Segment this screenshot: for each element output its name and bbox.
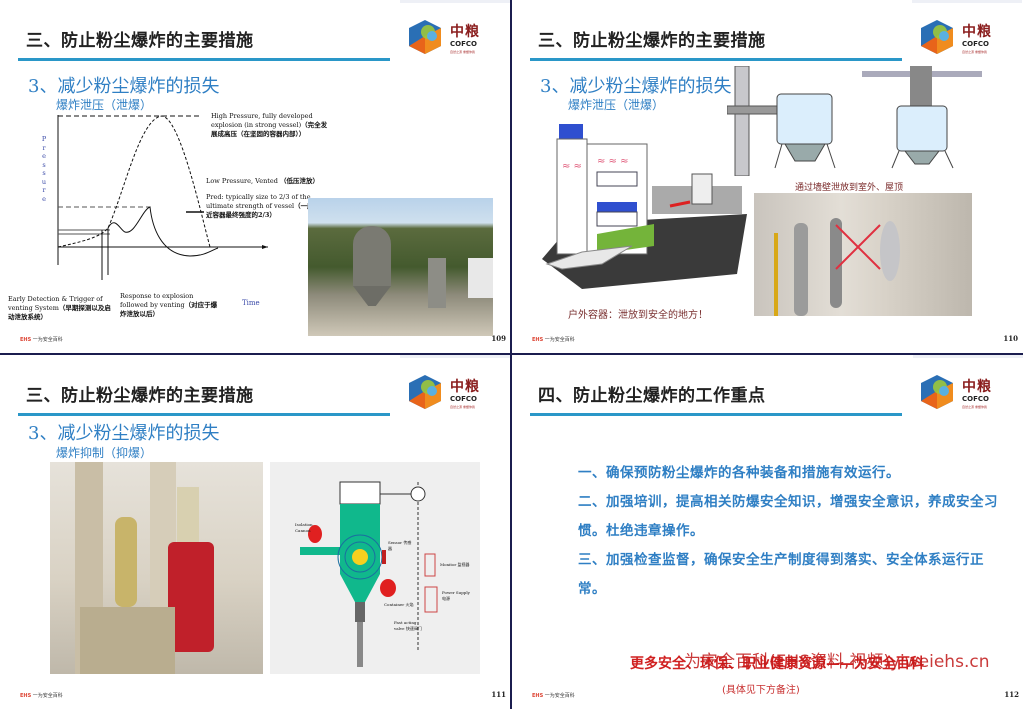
- x-mark-icon: [835, 224, 881, 270]
- key-points-list: 一、确保预防粉尘爆炸的各种装备和措施有效运行。 二、加强培训，提高相关防爆安全知…: [578, 459, 998, 604]
- title-rule: [18, 413, 390, 416]
- slide-title: 四、防止粉尘爆炸的工作重点: [538, 386, 766, 406]
- label-power-supply: Power Supply 电源: [442, 590, 470, 601]
- title-rule: [530, 413, 902, 416]
- annotation-low-pressure: Low Pressure, Vented （低压泄放）: [206, 177, 319, 185]
- watermark-link[interactable]: 为安全百科(EHS资料,视频)yiweiehs.cn: [684, 652, 990, 672]
- wall-vent-illustration: [727, 66, 982, 176]
- logo-text-cn: 中粮: [450, 379, 480, 395]
- x-axis-label: Time: [242, 299, 260, 307]
- slide-111[interactable]: 三、防止粉尘爆炸的主要措施 中粮 COFCO 自然之源 重塑你我 3、减少粉尘爆…: [0, 355, 510, 709]
- key-point-3: 三、加强检查监督，确保安全生产制度得到落实、安全体系运行正常。: [578, 552, 984, 597]
- promo-text: 更多安全、环保、职业健康资源——为安全百科: [630, 656, 924, 672]
- cofco-logo: 中粮 COFCO 自然之源 重塑你我: [406, 18, 498, 58]
- footer-brand: EHS 一为安全百科: [532, 693, 575, 699]
- logo-text-cn: 中粮: [962, 24, 992, 40]
- logo-subtext: 自然之源 重塑你我: [450, 50, 475, 54]
- page-number: 110: [1003, 334, 1018, 343]
- title-rule: [18, 58, 390, 61]
- label-container: Container 火焰: [384, 602, 414, 607]
- footer-brand: EHS 一为安全百科: [20, 693, 63, 699]
- section-heading: 3、减少粉尘爆炸的损失: [28, 76, 220, 97]
- annotation-pred: Pred: typically size to 2/3 of the ultim…: [206, 193, 320, 219]
- outdoor-vessel-illustration: ≈ ≈ ≈ ≈ ≈ ≈ ≈ ≈: [542, 124, 747, 289]
- section-heading: 3、减少粉尘爆炸的损失: [28, 423, 220, 444]
- slide-title: 三、防止粉尘爆炸的主要措施: [538, 31, 766, 51]
- key-point-1: 一、确保预防粉尘爆炸的各种装备和措施有效运行。: [578, 465, 900, 481]
- cofco-cube-icon: [409, 375, 441, 409]
- suppression-system-diagram: Isolation Cannon Sensor 传感器 Monitor 监视器 …: [270, 462, 480, 674]
- annotation-high-pressure: High Pressure, fully developed explosion…: [211, 112, 328, 138]
- logo-subtext: 自然之源 重塑你我: [450, 405, 475, 409]
- cofco-cube-icon: [921, 20, 953, 54]
- cofco-logo: 中粮 COFCO 自然之源 重塑你我: [918, 373, 1010, 413]
- label-sensor: Sensor 传感器: [388, 540, 412, 551]
- suppression-device-photo: [50, 462, 263, 674]
- promo-subtext: (具体见下方备注): [722, 685, 800, 696]
- logo-text-en: COFCO: [962, 40, 989, 48]
- page-number: 112: [1004, 690, 1019, 699]
- annotation-response: Response to explosion followed by ventin…: [120, 292, 218, 318]
- logo-subtext: 自然之源 重塑你我: [962, 405, 987, 409]
- annotation-early-detection: Early Detection & Trigger of venting Sys…: [8, 295, 111, 321]
- svg-text:≈ ≈ ≈: ≈ ≈ ≈: [597, 156, 629, 167]
- slide-112[interactable]: 四、防止粉尘爆炸的工作重点 中粮 COFCO 自然之源 重塑你我 一、确保预防粉…: [512, 355, 1023, 709]
- label-isolation-cannon: Isolation Cannon: [295, 522, 313, 533]
- title-rule: [530, 58, 902, 61]
- logo-text-cn: 中粮: [450, 24, 480, 40]
- logo-text-en: COFCO: [450, 395, 477, 403]
- cofco-logo: 中粮 COFCO 自然之源 重塑你我: [406, 373, 498, 413]
- logo-text-en: COFCO: [450, 40, 477, 48]
- vented-vessel-photo: [308, 198, 493, 336]
- top-band: [913, 355, 1023, 358]
- slide-title: 三、防止粉尘爆炸的主要措施: [26, 31, 254, 51]
- page-number: 111: [491, 690, 506, 699]
- slide-110[interactable]: 三、防止粉尘爆炸的主要措施 中粮 COFCO 自然之源 重塑你我 3、减少粉尘爆…: [512, 0, 1022, 353]
- caption-wall-vent: 通过墙壁泄放到室外、屋顶: [795, 183, 904, 193]
- logo-subtext: 自然之源 重塑你我: [962, 50, 987, 54]
- pressure-time-chart: [57, 115, 268, 280]
- top-band: [400, 355, 510, 358]
- slide-title: 三、防止粉尘爆炸的主要措施: [26, 386, 254, 406]
- cofco-logo: 中粮 COFCO 自然之源 重塑你我: [918, 18, 1010, 58]
- footer-brand: EHS 一为安全百科: [532, 337, 575, 343]
- slide-109[interactable]: 三、防止粉尘爆炸的主要措施 中粮 COFCO 自然之源 重塑你我 3、减少粉尘爆…: [0, 0, 510, 353]
- slide-grid-divider-horizontal: [0, 353, 1023, 355]
- label-monitor: Monitor 监视器: [440, 562, 470, 567]
- key-point-2: 二、加强培训，提高相关防爆安全知识，增强安全意识，养成安全习惯。杜绝违章操作。: [578, 494, 998, 539]
- top-band: [400, 0, 510, 3]
- page-number: 109: [491, 334, 506, 343]
- label-fast-acting-valve: Fast acting valve 快速阀门: [394, 620, 422, 631]
- footer-brand: EHS 一为安全百科: [20, 337, 63, 343]
- logo-text-cn: 中粮: [962, 379, 992, 395]
- subsection-heading: 爆炸抑制（抑爆）: [56, 446, 153, 460]
- subsection-heading: 爆炸泄压（泄爆）: [568, 98, 665, 112]
- svg-text:≈ ≈: ≈ ≈: [562, 161, 582, 172]
- cofco-cube-icon: [921, 375, 953, 409]
- cofco-cube-icon: [409, 20, 441, 54]
- caption-outdoor: 户外容器：泄放到安全的地方！: [568, 310, 708, 321]
- section-heading: 3、减少粉尘爆炸的损失: [540, 76, 732, 97]
- logo-text-en: COFCO: [962, 395, 989, 403]
- top-band: [912, 0, 1022, 3]
- subsection-heading: 爆炸泄压（泄爆）: [56, 98, 153, 112]
- wall-vent-photo: [754, 193, 972, 316]
